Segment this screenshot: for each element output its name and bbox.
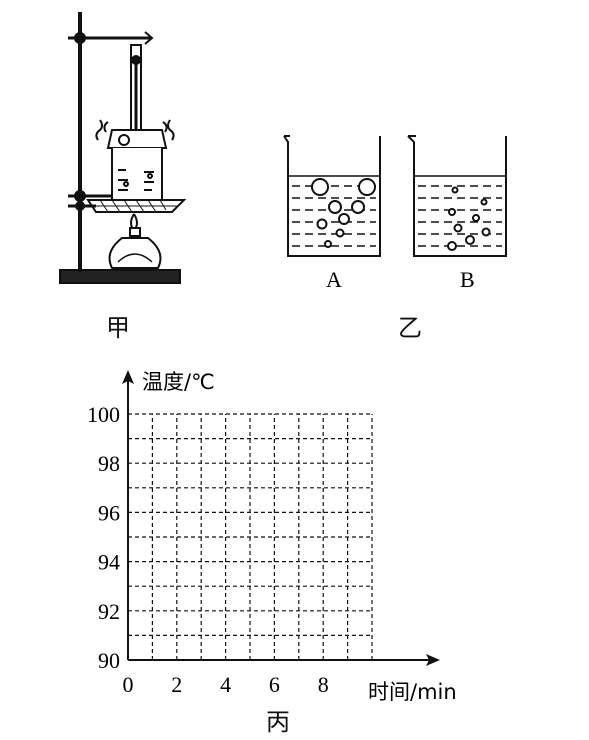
x-tick-label: 4 (220, 672, 231, 697)
alcohol-lamp (108, 213, 162, 269)
caption-jia: 甲 (106, 314, 130, 342)
y-tick-label: 92 (98, 599, 120, 624)
x-tick-label: 6 (269, 672, 280, 697)
bubble (328, 200, 342, 214)
y-tick-label: 98 (98, 451, 120, 476)
bubble (351, 200, 365, 214)
apparatus-beaker (111, 148, 163, 201)
y-tick-label: 100 (87, 402, 120, 427)
steam-left (95, 119, 103, 141)
x-tick-label: 8 (318, 672, 329, 697)
caption-yi: 乙 (398, 314, 422, 342)
x-tick-label: 2 (171, 672, 182, 697)
wire-gauze (86, 199, 187, 213)
bubble (465, 235, 475, 245)
bubble (335, 228, 345, 238)
bubble (453, 223, 463, 233)
beaker-lid (106, 129, 168, 149)
beaker-B (407, 135, 507, 257)
beaker-A (283, 135, 381, 257)
bubble (480, 198, 488, 206)
bubble (311, 178, 329, 196)
beaker-B-label: B (460, 267, 475, 292)
y-tick-label: 94 (98, 550, 120, 575)
bubble (448, 208, 456, 216)
bubble (447, 241, 457, 251)
y-tick-label: 90 (98, 648, 120, 673)
y-tick-label: 96 (98, 500, 120, 525)
bubble (324, 240, 332, 248)
stand-base (59, 269, 181, 284)
x-axis-arrow (426, 654, 440, 666)
y-axis-title: 温度/℃ (142, 370, 215, 394)
bubble (338, 213, 350, 225)
beaker-A-label: A (326, 267, 342, 292)
bubble (481, 227, 491, 237)
x-tick-label: 0 (123, 672, 134, 697)
bubble (358, 178, 376, 196)
caption-bing: 丙 (266, 708, 290, 736)
x-axis-title: 时间/min (368, 680, 457, 704)
temperature-time-chart: 0 2 4 6 8 90 92 94 96 98 100 温度/℃ 时间/min (87, 370, 457, 704)
bubble (451, 186, 459, 194)
steam-right (167, 119, 175, 141)
bubble (316, 218, 328, 230)
bubble (472, 214, 480, 222)
heating-apparatus (59, 12, 187, 284)
y-axis-arrow (122, 370, 134, 384)
